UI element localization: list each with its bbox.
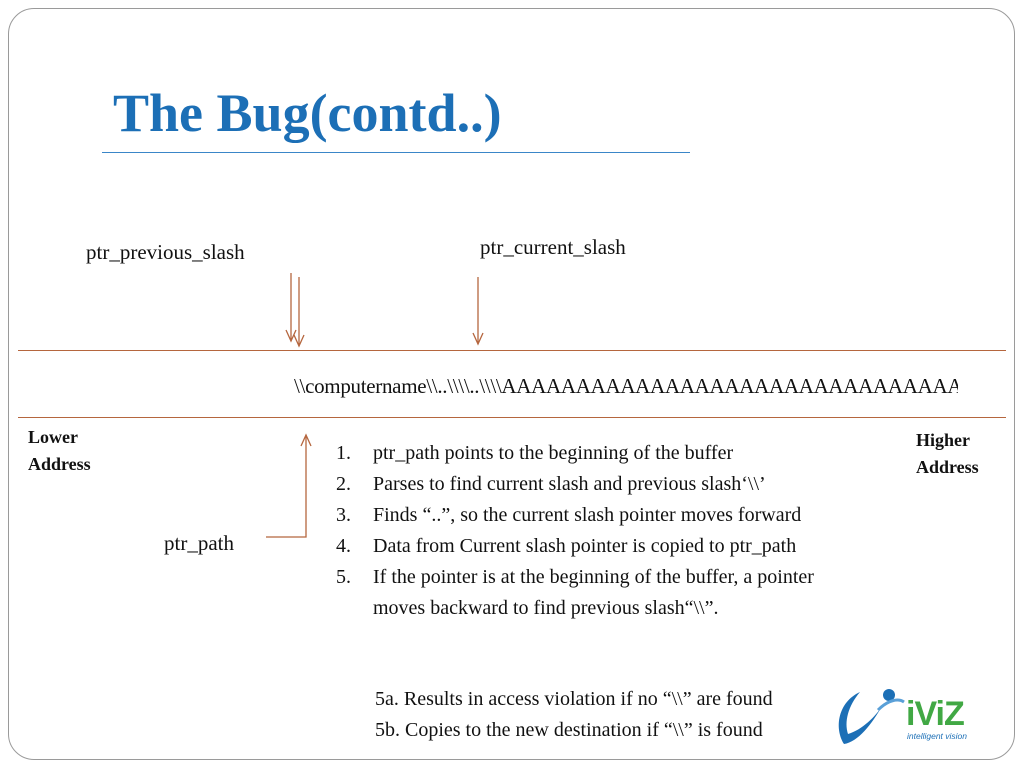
title-underline [102,152,690,153]
logo-wordmark: iViZ [906,695,965,733]
steps-list: 1.ptr_path points to the beginning of th… [336,438,856,624]
subnote-5b: 5b. Copies to the new destination if “\\… [375,719,763,741]
iviz-logo-icon [838,689,905,744]
ptr-path-label: ptr_path [164,531,234,555]
sub-notes: 5a. Results in access violation if no “\… [375,684,773,746]
higher-address-label: Higher Address [916,430,979,477]
list-item: 1.ptr_path points to the beginning of th… [336,442,734,464]
buffer-contents: \\computername\\..\\\\..\\\\AAAAAAAAAAAA… [294,374,958,398]
slide-title: The Bug(contd..) [113,83,502,143]
current-slash-arrowhead [472,332,484,346]
list-item: 3.Finds “..”, so the current slash point… [336,504,802,526]
buffer-top-border [18,350,1006,351]
prev-slash-arrowhead-1 [285,329,297,343]
list-item: 5.If the pointer is at the beginning of … [336,566,814,619]
list-item: 4.Data from Current slash pointer is cop… [336,535,797,557]
logo-tagline: intelligent vision [907,731,968,741]
ptr-path-arrowhead [300,433,312,447]
ptr-previous-slash-label: ptr_previous_slash [86,240,245,264]
list-item: 2.Parses to find current slash and previ… [336,473,766,495]
lower-address-label: Lower Address [28,427,91,474]
ptr-path-arrow [266,436,307,538]
slide-frame [8,8,1015,760]
subnote-5a: 5a. Results in access violation if no “\… [375,688,773,710]
ptr-current-slash-label: ptr_current_slash [480,235,626,259]
buffer-bottom-border [18,417,1006,418]
prev-slash-arrowhead-2 [293,334,305,348]
